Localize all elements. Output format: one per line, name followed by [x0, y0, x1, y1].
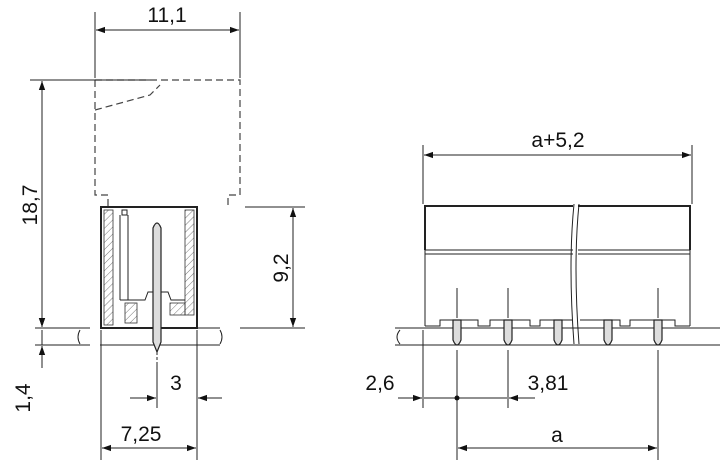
dim-overall-height: 18,7 — [19, 185, 42, 226]
contact-pin — [603, 319, 613, 346]
dim-edge-to-first-pin: 2,6 — [365, 372, 394, 395]
side-view: 11,1 18,7 9,2 1,4 3 7,25 — [12, 4, 305, 460]
pcb-board — [35, 327, 305, 346]
dim-overall-length: a+5,2 — [531, 129, 584, 152]
dimension-dot — [454, 395, 460, 401]
contact-pin-side — [152, 222, 162, 354]
dim-housing-depth: 7,25 — [121, 423, 162, 446]
contact-pin — [653, 319, 663, 346]
contact-pins-front — [452, 288, 663, 346]
dim-pin-span: a — [551, 424, 563, 447]
front-view: a+5,2 2,6 3,81 a — [365, 129, 720, 460]
contact-pin — [452, 319, 462, 346]
mating-plug-outline — [94, 79, 241, 208]
header-housing-front — [424, 203, 691, 345]
dim-housing-height: 9,2 — [270, 253, 293, 282]
dim-board-thickness: 1,4 — [12, 383, 35, 413]
contact-pin — [553, 319, 563, 346]
dim-pitch: 3,81 — [528, 372, 569, 395]
header-housing-side — [100, 206, 198, 329]
dim-pin-to-edge: 3 — [170, 372, 182, 395]
contact-pin — [503, 319, 513, 346]
dim-overall-width: 11,1 — [147, 4, 186, 27]
